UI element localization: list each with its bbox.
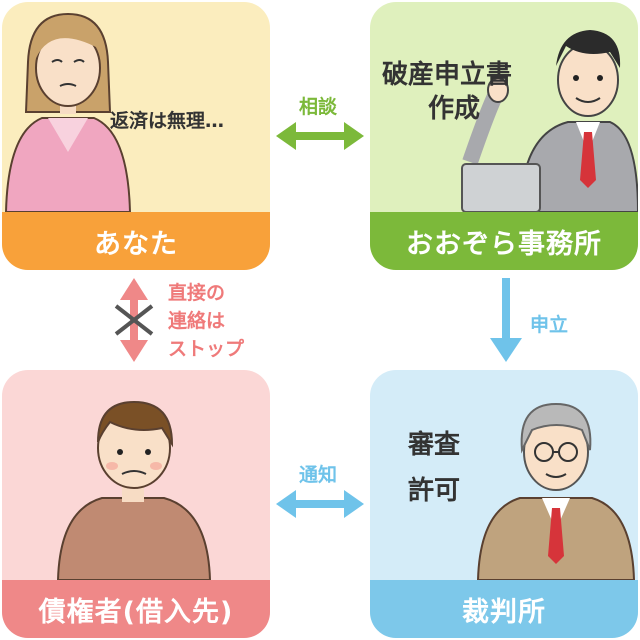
card-office: 破産申立書 作成 おおぞら事務所 bbox=[370, 2, 638, 270]
card-creditor: 債権者(借入先) bbox=[2, 370, 270, 638]
caption-line2: 許可 bbox=[408, 476, 461, 506]
connector-label-stop-line2: 連絡は bbox=[168, 310, 226, 332]
card-label-office: おおぞら事務所 bbox=[370, 212, 638, 270]
connector-label-stop-line1: 直接の bbox=[168, 282, 226, 304]
connector-label-consult: 相談 bbox=[299, 96, 338, 118]
creditor-man-illustration bbox=[56, 400, 212, 580]
caption-line1: 破産申立書 bbox=[382, 60, 513, 90]
card-you: 返済は無理… あなた bbox=[2, 2, 270, 270]
double-arrow-icon bbox=[276, 122, 364, 150]
connector-label-file: 申立 bbox=[530, 314, 569, 336]
connector-label-notify: 通知 bbox=[299, 464, 338, 486]
judge-illustration bbox=[476, 402, 636, 580]
card-label-court: 裁判所 bbox=[370, 580, 638, 638]
down-arrow-icon bbox=[490, 278, 522, 362]
caption-line2: 作成 bbox=[428, 94, 481, 124]
lawyer-illustration bbox=[461, 30, 638, 212]
card-label-creditor: 債権者(借入先) bbox=[2, 580, 270, 638]
card-label-you: あなた bbox=[2, 212, 270, 270]
caption-line1: 審査 bbox=[408, 430, 461, 460]
double-arrow-icon bbox=[276, 490, 364, 518]
cross-icon bbox=[114, 304, 154, 336]
connector-label-stop-line3: ストップ bbox=[168, 338, 245, 360]
card-court: 審査 許可 裁判所 bbox=[370, 370, 638, 638]
speech-text: 返済は無理… bbox=[110, 110, 225, 132]
worried-woman-illustration bbox=[4, 12, 132, 212]
